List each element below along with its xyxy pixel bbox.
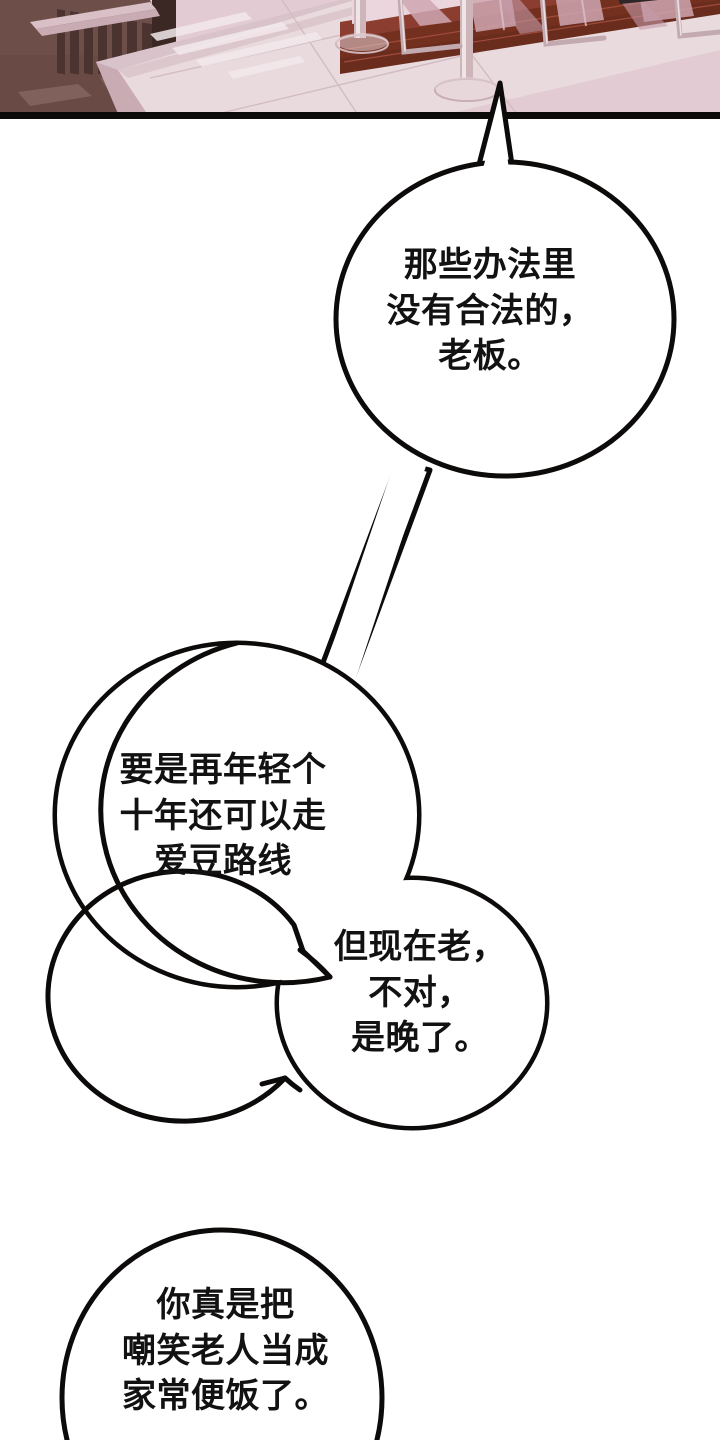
bubble-3-text: 但现在老， 不对， 是晚了。 (333, 928, 507, 1058)
stool-legs (335, 0, 500, 102)
comic-panel-bar-interior (0, 0, 720, 118)
panel-artwork-svg (0, 0, 720, 118)
bubble-1-text: 那些办法里 没有合法的， 老板。 (386, 246, 594, 376)
bubble-4-body (59, 1227, 385, 1440)
bubble-2-outer-arc (98, 640, 333, 986)
bubble-2-text: 要是再年轻个 十年还可以走 爱豆路线 (119, 751, 327, 881)
bubble-2-3-notch (291, 924, 332, 979)
bubble-3-outer-arc (45, 868, 297, 1124)
bubble-2-3-group (45, 640, 550, 1131)
panel-bottom-border (0, 112, 720, 119)
chair-frames (397, 0, 720, 55)
bubble-4-shape (59, 1227, 385, 1440)
bubble-1-shape (309, 80, 677, 703)
bubble-4-text: 你真是把 嘲笑老人当成 家常便饭了。 (122, 1286, 329, 1416)
